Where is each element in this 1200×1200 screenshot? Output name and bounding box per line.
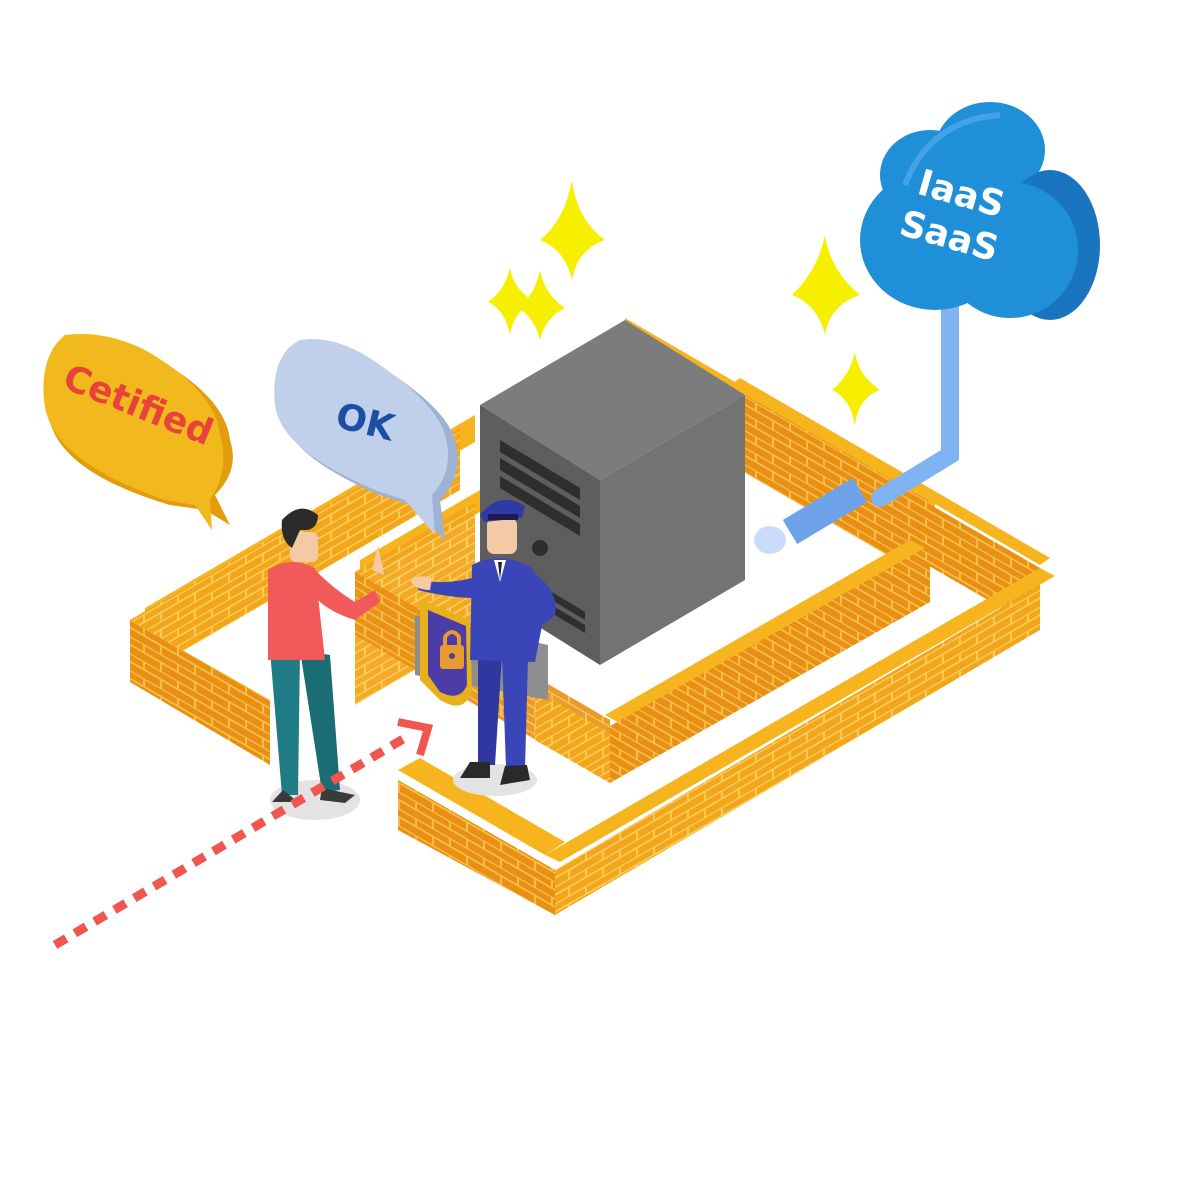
cloud-icon [860,102,1100,320]
lock-icon [440,630,464,669]
left-corner-wall [130,620,270,765]
security-guard [410,499,556,796]
arrow-icon [52,718,434,949]
visitor-person [268,508,384,820]
inner-right-wall [605,540,930,783]
cloud-pipe [754,271,959,554]
ok-speech-bubble [274,339,458,540]
certified-speech-bubble [43,334,233,530]
server-power-button [532,540,548,556]
front-wall [398,568,1055,915]
sparkle-icon [488,180,880,425]
inner-left-wall [355,490,480,705]
